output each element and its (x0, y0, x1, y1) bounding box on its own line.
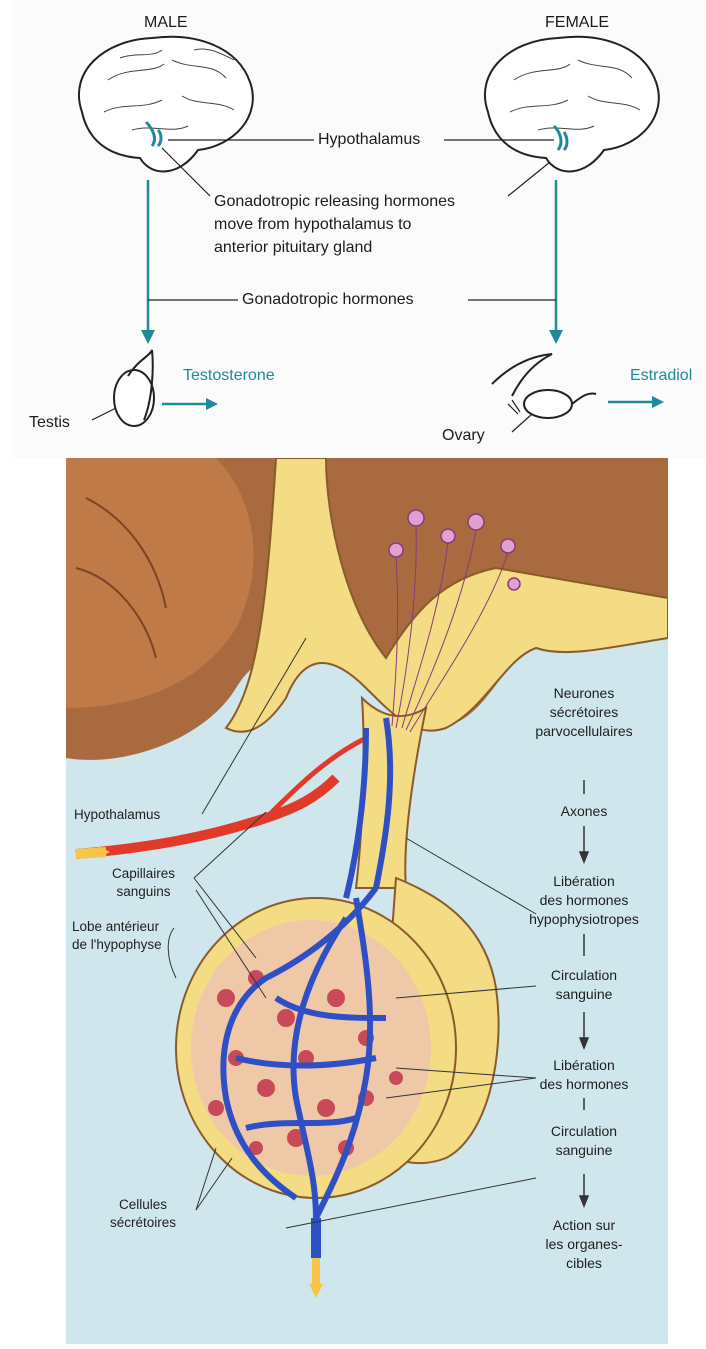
hypothalamus-fr-label: Hypothalamus (74, 806, 160, 824)
anterior-lobe-label: Lobe antérieur de l'hypophyse (72, 918, 162, 954)
releasing-hormones-label: Gonadotropic releasing hormones move fro… (214, 190, 455, 259)
flow-step-pituitary-release: Libération des hormones (520, 1056, 648, 1094)
hypothalamus-label: Hypothalamus (318, 131, 420, 149)
male-heading: MALE (144, 14, 188, 32)
flow-step-target-action: Action sur les organes- cibles (520, 1216, 648, 1273)
testis-illustration (92, 350, 154, 426)
flow-step-circulation-2: Circulation sanguine (520, 1122, 648, 1160)
ovary-label: Ovary (442, 427, 485, 445)
flow-step-hormone-release: Libération des hormones hypophysiotropes (514, 872, 654, 929)
gonadotropic-hormones-label: Gonadotropic hormones (242, 291, 414, 309)
estradiol-label: Estradiol (630, 367, 692, 385)
secretory-cells-label: Cellules sécrétoires (110, 1196, 176, 1232)
female-heading: FEMALE (545, 14, 609, 32)
flow-step-neurons: Neurones sécrétoires parvocellulaires (520, 684, 648, 741)
capillaries-label: Capillaires sanguins (112, 865, 175, 901)
female-brain-illustration (485, 37, 659, 172)
pituitary-portal-diagram: Hypothalamus Capillaires sanguins Lobe a… (66, 458, 668, 1344)
ovary-illustration (492, 354, 596, 432)
flow-step-circulation-1: Circulation sanguine (520, 966, 648, 1004)
testis-label: Testis (29, 414, 70, 432)
testosterone-label: Testosterone (183, 367, 275, 385)
flow-step-axons: Axones (520, 802, 648, 821)
gonadotropic-axis-diagram: MALE FEMALE Hypothalamus Gonadotropic re… (12, 0, 706, 458)
